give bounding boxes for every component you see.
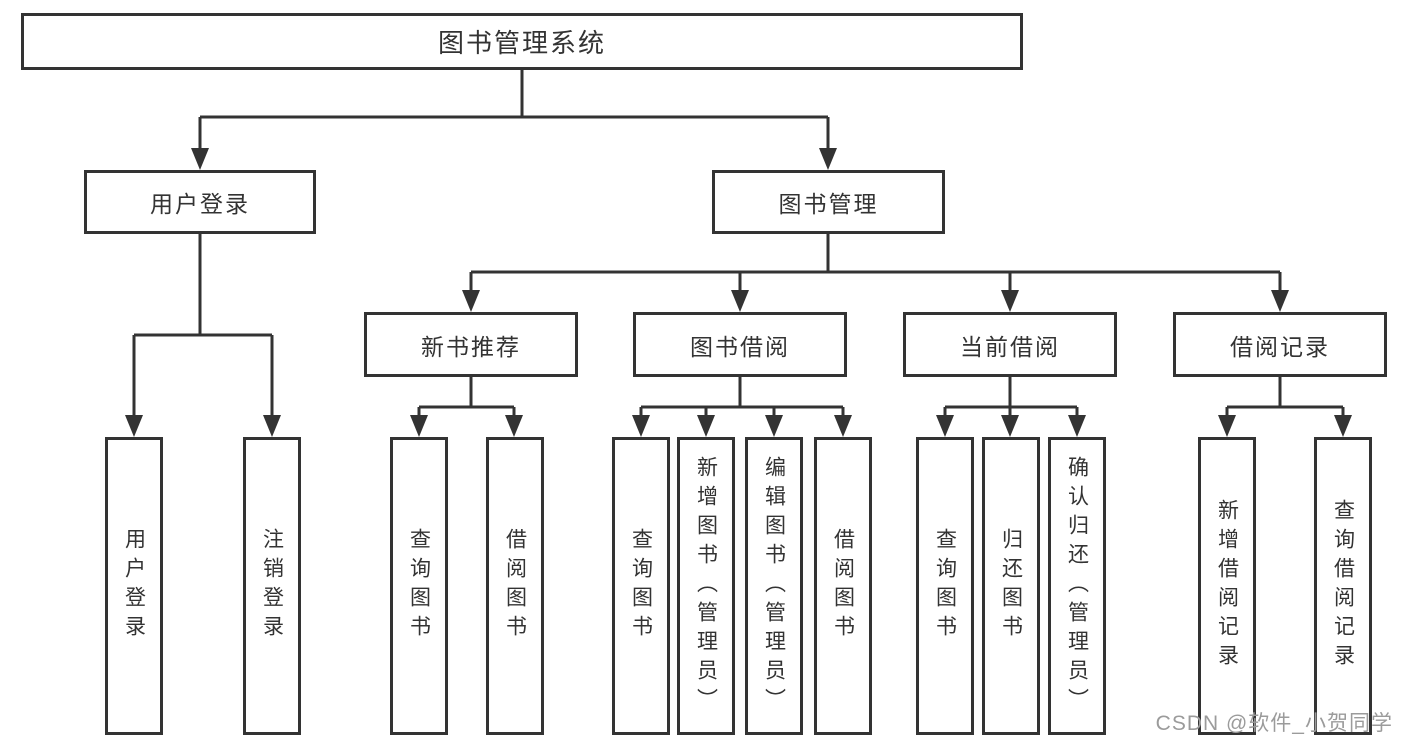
node-new-book-rec-label: 新书推荐: [421, 333, 521, 360]
leaf-label: 确认归还（管理员）: [1065, 455, 1089, 717]
leaf-label: 查询图书: [407, 528, 431, 644]
leaf-return-books: 归还图书: [982, 437, 1040, 735]
leaf-query-books-1: 查询图书: [390, 437, 448, 735]
node-book-management-label: 图书管理: [778, 191, 879, 217]
leaf-label: 归还图书: [999, 528, 1023, 644]
leaf-label: 借阅图书: [831, 528, 855, 644]
leaf-label: 借阅图书: [503, 528, 527, 644]
leaf-borrow-books-1: 借阅图书: [486, 437, 544, 735]
node-new-book-rec: 新书推荐: [364, 312, 578, 377]
node-root: 图书管理系统: [21, 13, 1023, 70]
leaf-label: 用户登录: [122, 528, 146, 644]
leaf-label: 查询图书: [629, 528, 653, 644]
leaf-label: 新增借阅记录: [1215, 499, 1239, 673]
node-user-login: 用户登录: [84, 170, 316, 234]
leaf-label: 查询图书: [933, 528, 957, 644]
leaf-add-books-admin: 新增图书（管理员）: [677, 437, 735, 735]
node-borrowing-records-label: 借阅记录: [1230, 333, 1330, 360]
node-borrowing-records: 借阅记录: [1173, 312, 1387, 377]
leaf-label: 查询借阅记录: [1331, 499, 1355, 673]
leaf-user-login: 用户登录: [105, 437, 163, 735]
node-current-borrowing: 当前借阅: [903, 312, 1117, 377]
arrow-heads: [125, 148, 1352, 437]
leaf-logout: 注销登录: [243, 437, 301, 735]
leaf-query-borrow-record: 查询借阅记录: [1314, 437, 1372, 735]
node-book-borrowing-label: 图书借阅: [690, 333, 790, 360]
leaf-edit-books-admin: 编辑图书（管理员）: [745, 437, 803, 735]
node-book-borrowing: 图书借阅: [633, 312, 847, 377]
node-book-management: 图书管理: [712, 170, 945, 234]
leaf-label: 编辑图书（管理员）: [762, 455, 786, 717]
leaf-query-books-3: 查询图书: [916, 437, 974, 735]
leaf-confirm-return-admin: 确认归还（管理员）: [1048, 437, 1106, 735]
leaf-add-borrow-record: 新增借阅记录: [1198, 437, 1256, 735]
node-root-label: 图书管理系统: [437, 28, 606, 58]
leaf-query-books-2: 查询图书: [612, 437, 670, 735]
leaf-label: 新增图书（管理员）: [694, 455, 718, 717]
leaf-borrow-books-2: 借阅图书: [814, 437, 872, 735]
node-user-login-label: 用户登录: [150, 191, 250, 217]
leaf-label: 注销登录: [260, 528, 284, 644]
node-current-borrowing-label: 当前借阅: [960, 333, 1060, 360]
